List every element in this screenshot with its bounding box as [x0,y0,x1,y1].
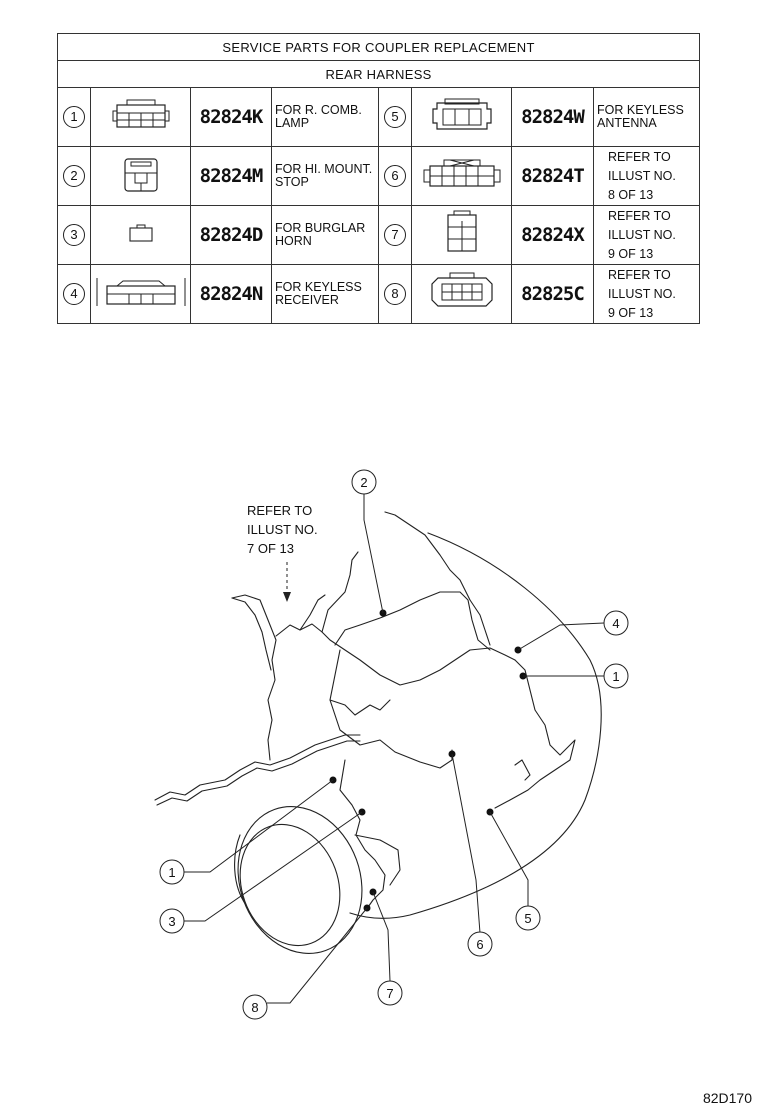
table-row: 1 82824K FOR R. COMB. LAMP 5 82824W FOR … [57,87,701,147]
svg-text:8: 8 [251,1000,258,1015]
item-number: 1 [63,106,85,128]
svg-text:1: 1 [612,669,619,684]
callout-1b: 1 [603,663,629,689]
coupler-rounded-icon [431,98,492,130]
svg-text:7: 7 [386,986,393,1001]
callout-1: 1 [159,859,185,885]
part-description: FOR KEYLESS ANTENNA [592,87,701,147]
refer-note-line-2: ILLUST NO. [247,522,318,537]
item-number: 6 [384,165,406,187]
refer-note-line-3: 7 OF 13 [247,541,294,556]
item-number: 8 [384,283,406,305]
coupler-hex-icon [430,272,493,307]
item-number: 5 [384,106,406,128]
svg-text:6: 6 [476,937,483,952]
item-number: 4 [63,283,85,305]
coupler-tiny-icon [128,224,153,242]
coupler-tall-icon [446,210,477,252]
svg-text:3: 3 [168,914,175,929]
service-parts-table: SERVICE PARTS FOR COUPLER REPLACEMENT RE… [56,33,701,324]
wheel-outline [234,806,363,954]
callout-4: 4 [603,610,629,636]
part-number: 82824N [190,264,272,324]
part-number: 82825C [511,264,594,324]
part-description: FOR HI. MOUNT. STOP [271,146,379,206]
part-number: 82824K [190,87,272,147]
rear-harness-diagram: REFER TO ILLUST NO. 7 OF 13 1 2 3 4 1 5 … [154,469,629,1020]
coupler-small-icon [123,157,158,192]
table-row: 2 82824M FOR HI. MOUNT. STOP 6 82824T RE… [57,146,701,206]
part-description: FOR KEYLESS RECEIVER [271,264,379,324]
coupler-wide-icon [112,99,169,128]
harness-main-wire [154,734,361,801]
svg-text:5: 5 [524,911,531,926]
part-number: 82824M [190,146,272,206]
part-description: FOR R. COMB. LAMP [271,87,379,147]
svg-text:1: 1 [168,865,175,880]
document-code: 82D170 [702,1090,752,1106]
table-subtitle: REAR HARNESS [56,60,701,88]
callout-6: 6 [467,931,493,957]
part-description: REFER TO ILLUST NO. 8 OF 13 [592,146,701,206]
part-description: FOR BURGLAR HORN [271,205,379,265]
svg-text:2: 2 [360,475,367,490]
callout-3: 3 [159,908,185,934]
item-number: 3 [63,224,85,246]
item-number: 7 [384,224,406,246]
item-number: 2 [63,165,85,187]
part-description: REFER TO ILLUST NO. 9 OF 13 [592,205,701,265]
refer-note-line-1: REFER TO [247,503,312,518]
callout-2: 2 [351,469,377,495]
svg-text:4: 4 [612,616,619,631]
part-number: 82824X [511,205,594,265]
coupler-long-icon [423,159,500,187]
part-description: REFER TO ILLUST NO. 9 OF 13 [592,264,701,324]
callout-5: 5 [515,905,541,931]
part-number: 82824T [511,146,594,206]
table-title: SERVICE PARTS FOR COUPLER REPLACEMENT [56,33,701,61]
coupler-bracket-icon [96,277,185,306]
callout-8: 8 [242,994,268,1020]
part-number: 82824W [511,87,594,147]
table-row: 3 82824D FOR BURGLAR HORN 7 82824X REFER… [57,205,701,265]
callout-7: 7 [377,980,403,1006]
vehicle-body-outline [349,532,602,919]
table-row: 4 82824N FOR KEYLESS RECEIVER 8 82825C R… [57,264,701,324]
part-number: 82824D [190,205,272,265]
